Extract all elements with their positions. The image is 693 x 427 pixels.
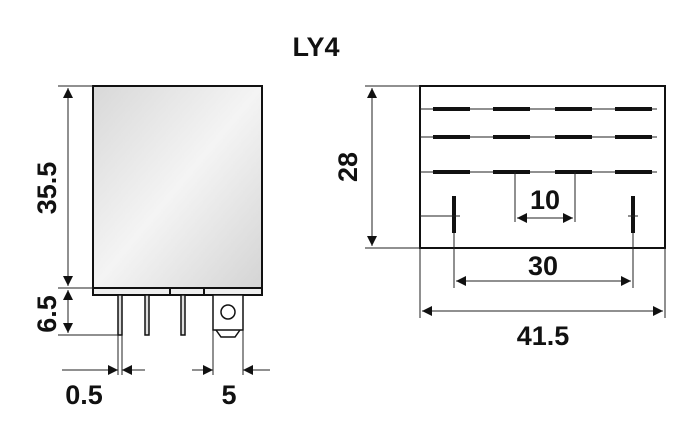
tab-terminal bbox=[212, 294, 244, 338]
dim-pin-span-label: 30 bbox=[528, 251, 558, 281]
dim-pin-thickness-label: 0.5 bbox=[65, 380, 103, 410]
pin bbox=[117, 294, 123, 336]
dim-height-label: 35.5 bbox=[32, 162, 62, 215]
dim-pin-length-label: 6.5 bbox=[32, 295, 62, 333]
front-view: 35.5 6.5 0.5 5 bbox=[32, 85, 270, 410]
pin bbox=[144, 294, 150, 336]
dim-tab-width-label: 5 bbox=[221, 380, 236, 410]
pin bbox=[180, 294, 186, 336]
dim-depth-label: 28 bbox=[333, 152, 363, 182]
relay-base bbox=[92, 287, 263, 296]
bottom-view: 10 28 30 41.5 bbox=[333, 85, 666, 351]
dim-pin-pitch-label: 10 bbox=[530, 185, 560, 215]
relay-body bbox=[92, 85, 263, 289]
drawing-title: LY4 bbox=[292, 32, 339, 62]
dim-width-label: 41.5 bbox=[517, 321, 570, 351]
